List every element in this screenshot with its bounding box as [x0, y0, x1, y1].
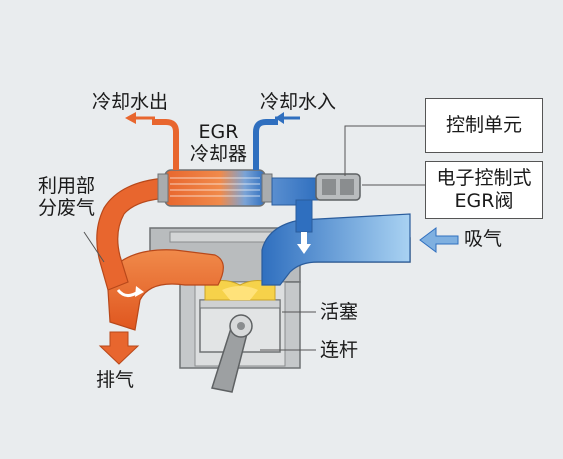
intake-arrow [419, 227, 459, 253]
egr-return-pipe [96, 177, 169, 291]
label-egr-cooler: EGR 冷却器 [190, 121, 248, 166]
cooling-in-arrow [275, 112, 300, 124]
egr-cooler [157, 169, 273, 207]
egr-down-arrow [297, 232, 311, 254]
exhaust-manifold [107, 249, 224, 331]
cooling-out-arrow [125, 112, 155, 124]
label-partial-exhaust-line1: 利用部 [38, 175, 96, 197]
cooling-water-pipes [152, 119, 278, 170]
label-intake: 吸气 [464, 228, 503, 250]
label-exhaust: 排气 [96, 369, 135, 391]
exhaust-arrow [98, 331, 140, 365]
label-piston: 活塞 [320, 301, 359, 323]
connecting-rod-shape [211, 314, 253, 393]
exhaust-curl-arrow [116, 286, 144, 297]
label-partial-exhaust: 利用部 分废气 [38, 175, 96, 220]
label-egr-valve-line1: 电子控制式 [436, 167, 532, 190]
label-egr-cooler-line2: 冷却器 [190, 142, 248, 165]
label-cooling-water-out: 冷却水出 [92, 91, 169, 113]
label-egr-cooler-line1: EGR [198, 121, 239, 143]
control-unit-box: 控制单元 [425, 98, 543, 153]
label-control-unit: 控制单元 [445, 114, 522, 137]
intake-manifold [261, 213, 411, 286]
leader-lines [83, 125, 425, 351]
egr-valve-shape [315, 173, 361, 201]
label-egr-valve-line2: EGR阀 [454, 190, 514, 212]
label-cooling-water-in: 冷却水入 [260, 91, 337, 113]
label-connecting-rod: 连杆 [320, 339, 359, 361]
label-partial-exhaust-line2: 分废气 [38, 196, 96, 219]
egr-valve-box: 电子控制式 EGR阀 [425, 161, 543, 219]
